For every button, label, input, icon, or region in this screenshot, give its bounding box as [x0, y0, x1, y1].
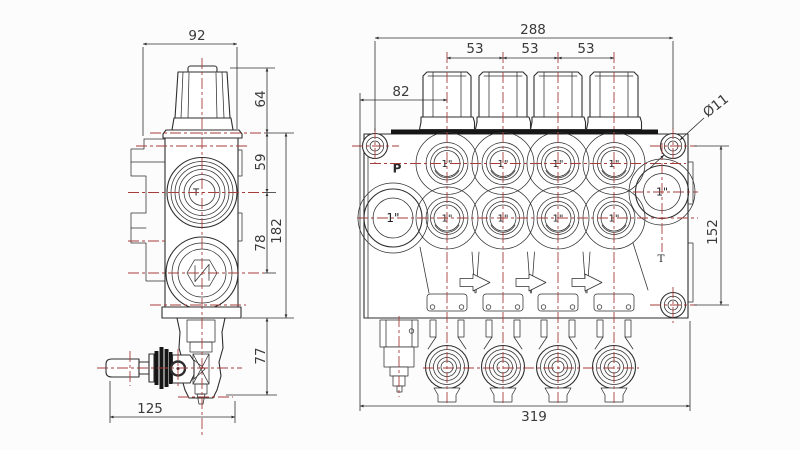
svg-text:59: 59 — [253, 153, 269, 170]
svg-text:53: 53 — [521, 41, 538, 57]
svg-text:82: 82 — [392, 84, 409, 100]
svg-text:288: 288 — [520, 22, 546, 38]
svg-text:319: 319 — [521, 409, 547, 425]
dim-82: 82 — [359, 84, 448, 411]
svg-text:Ø11: Ø11 — [700, 91, 732, 121]
side-view-dimensions: 92 64 59 78 182 — [109, 28, 294, 423]
dim-77: 77 — [226, 317, 277, 396]
front-view-centerlines — [357, 52, 698, 403]
front-view: 1" 1" P T — [351, 22, 732, 425]
body-top-edge — [391, 129, 658, 134]
mounting-bracket — [130, 138, 166, 282]
spool-caps — [418, 71, 643, 131]
pressure-port-label: P — [393, 162, 402, 176]
valve-body-side — [130, 137, 243, 308]
dim-lever-125: 125 — [109, 381, 236, 423]
svg-text:78: 78 — [253, 234, 269, 251]
svg-text:64: 64 — [253, 90, 269, 107]
side-tab-upper — [237, 149, 243, 177]
svg-text:92: 92 — [188, 28, 205, 44]
svg-text:125: 125 — [137, 401, 163, 417]
svg-text:53: 53 — [577, 41, 594, 57]
svg-text:152: 152 — [705, 219, 721, 245]
valve-body-front — [363, 129, 694, 319]
svg-text:53: 53 — [466, 41, 483, 57]
right-tab-lower — [687, 242, 694, 303]
tank-port-label: T — [657, 253, 664, 265]
dim-knob-64: 64 — [230, 67, 294, 134]
side-view: T — [97, 28, 294, 436]
hex-plug — [186, 259, 218, 287]
dim-spacing-53: 53 53 53 — [446, 41, 615, 60]
dim-overall-288: 288 — [374, 22, 674, 131]
dim-width-92: 92 — [142, 28, 238, 136]
side-view-centerlines — [97, 58, 265, 436]
dim-overall-319: 319 — [359, 321, 691, 425]
knob-collar — [162, 117, 243, 139]
dim-59: 59 — [253, 132, 276, 193]
dim-overall-182: 182 — [242, 132, 294, 319]
t-port-label: T — [192, 188, 200, 199]
dim-152: 152 — [694, 145, 729, 306]
svg-text:182: 182 — [269, 218, 285, 244]
side-tab-lower — [237, 212, 243, 242]
right-tab-upper — [687, 161, 694, 205]
dim-78: 78 — [253, 192, 276, 274]
lever-boots — [424, 319, 637, 403]
dim-hole-dia-11: Ø11 — [649, 91, 732, 169]
relief-adjustment-knob — [174, 65, 231, 119]
svg-text:77: 77 — [253, 347, 269, 364]
